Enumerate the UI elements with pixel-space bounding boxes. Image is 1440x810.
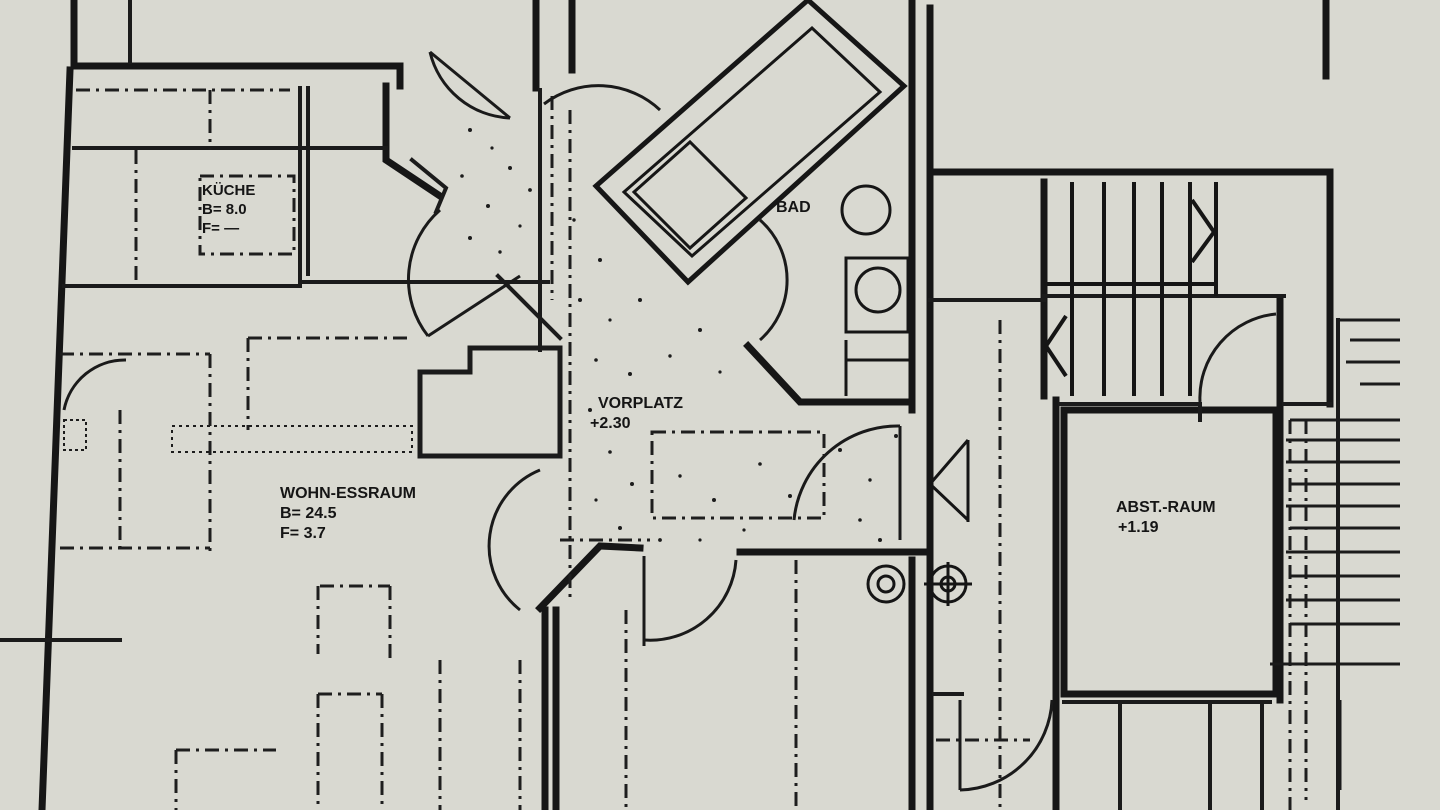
dashed-lines	[60, 88, 1308, 810]
triangle-marker-icon	[927, 439, 970, 522]
wohn-name: WOHN-ESSRAUM	[280, 485, 416, 502]
door-swings	[62, 50, 1277, 792]
edge-hatching	[1270, 318, 1400, 790]
wohn-floor: F= 3.7	[280, 525, 326, 542]
stippled-sill	[63, 419, 413, 453]
crosshair-circle-icon	[924, 562, 972, 606]
label-kueche: KÜCHE B= 8.0 F= —	[202, 182, 255, 237]
secondary-walls	[0, 0, 1340, 810]
label-abst: ABST.-RAUM +1.19	[1116, 499, 1216, 536]
kueche-name: KÜCHE	[202, 182, 255, 199]
vorplatz-name: VORPLATZ	[598, 395, 683, 412]
stairs	[1043, 182, 1218, 396]
corridor-stipple	[460, 128, 898, 542]
main-walls	[38, 0, 1334, 810]
bad-name: BAD	[776, 199, 811, 216]
kueche-floor: F= —	[202, 220, 239, 237]
radiator-circle-icon	[866, 564, 906, 604]
kueche-area: B= 8.0	[202, 201, 247, 218]
abst-level: +1.19	[1118, 519, 1159, 536]
bath-fixtures	[840, 184, 910, 396]
label-vorplatz: VORPLATZ +2.30	[590, 395, 683, 432]
label-wohn: WOHN-ESSRAUM B= 24.5 F= 3.7	[280, 485, 416, 542]
bathtub	[592, 0, 908, 286]
wohn-area: B= 24.5	[280, 505, 337, 522]
abst-name: ABST.-RAUM	[1116, 499, 1216, 516]
vorplatz-level: +2.30	[590, 415, 631, 432]
